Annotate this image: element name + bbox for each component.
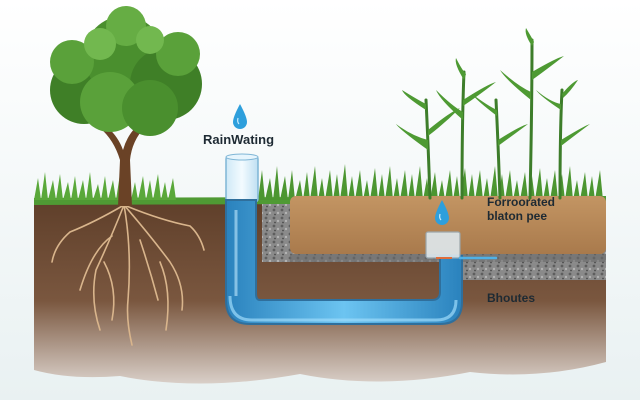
perforated-pipe-label: Forroorated blaton pee bbox=[487, 195, 556, 224]
tree-roots bbox=[51, 204, 205, 346]
inlet-cylinder bbox=[225, 155, 259, 203]
water-drop-icon bbox=[233, 104, 247, 129]
tree-trunk bbox=[100, 122, 146, 206]
routes-label: Bhoutes bbox=[487, 291, 535, 305]
rain-watering-label: RainWating bbox=[203, 132, 275, 147]
water-drop-icon bbox=[435, 200, 449, 225]
perforated-pipe-label-line1: Forroorated bbox=[487, 195, 556, 209]
outlet-box bbox=[425, 231, 461, 259]
planting-bed bbox=[290, 196, 606, 254]
tree-canopy bbox=[50, 6, 202, 136]
perforated-pipe-label-line2: blaton pee bbox=[487, 208, 548, 223]
crop-leaves bbox=[396, 28, 590, 150]
